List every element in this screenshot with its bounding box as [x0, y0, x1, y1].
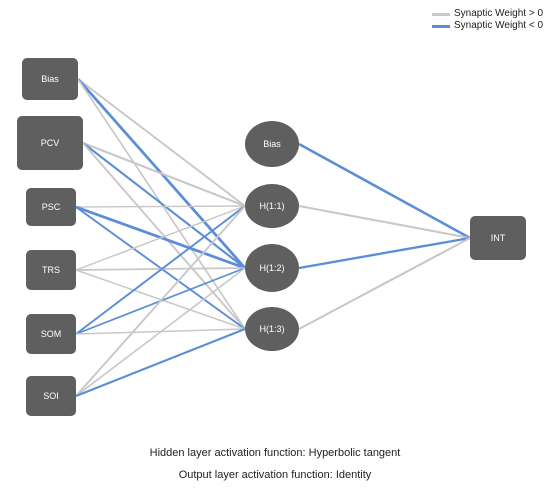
edge-pcv-to-h-1-1	[82, 142, 246, 207]
input-node-label-pcv: PCV	[41, 138, 60, 148]
edge-trs-to-h-1-1	[75, 205, 246, 271]
legend-positive-label: Synaptic Weight > 0	[454, 8, 544, 19]
edge-soi-to-h-1-2	[75, 267, 246, 397]
hidden-node-label-bias: Bias	[263, 139, 281, 149]
input-node-bias	[22, 58, 78, 100]
edge-hidden-h-1-3-to-int	[298, 237, 471, 330]
edge-hidden-bias-to-int	[298, 142, 471, 240]
nodes: BiasPCVPSCTRSSOMSOIBiasH(1:1)H(1:2)H(1:3…	[17, 58, 526, 416]
hidden-node-label-h-1-1: H(1:1)	[259, 201, 284, 211]
positive-weight-swatch	[432, 12, 450, 16]
edge-soi-to-h-1-3	[75, 328, 246, 397]
output-node-int	[470, 216, 526, 260]
input-node-label-psc: PSC	[42, 202, 61, 212]
legend: Synaptic Weight > 0 Synaptic Weight < 0	[432, 8, 543, 32]
input-node-trs	[26, 250, 76, 290]
input-node-label-soi: SOI	[43, 391, 59, 401]
hidden-node-bias	[245, 121, 299, 167]
edge-som-to-h-1-1	[75, 205, 246, 335]
edge-trs-to-h-1-3	[75, 269, 246, 330]
input-node-psc	[26, 188, 76, 226]
hidden-node-h-1-1	[245, 184, 299, 228]
input-node-soi	[26, 376, 76, 416]
hidden-node-h-1-2	[245, 244, 299, 292]
output-node-label-int: INT	[491, 233, 506, 243]
connections	[75, 78, 471, 397]
input-node-label-bias: Bias	[41, 74, 59, 84]
input-node-som	[26, 314, 76, 354]
input-node-label-som: SOM	[41, 329, 62, 339]
legend-negative: Synaptic Weight < 0	[432, 20, 543, 32]
legend-positive: Synaptic Weight > 0	[432, 8, 543, 20]
hidden-activation-caption: Hidden layer activation function: Hyperb…	[149, 447, 401, 459]
edge-hidden-h-1-1-to-int	[298, 204, 471, 240]
input-node-pcv	[17, 116, 83, 170]
hidden-node-h-1-3	[245, 307, 299, 351]
hidden-node-label-h-1-3: H(1:3)	[259, 324, 284, 334]
edge-bias-to-h-1-1	[77, 78, 246, 207]
edge-pcv-to-h-1-2	[82, 142, 246, 269]
edge-psc-to-h-1-1	[75, 205, 246, 208]
edge-psc-to-h-1-3	[75, 206, 246, 330]
edge-soi-to-h-1-1	[75, 205, 246, 397]
output-activation-caption: Output layer activation function: Identi…	[178, 469, 372, 481]
negative-weight-swatch	[432, 24, 450, 28]
legend-negative-label: Synaptic Weight < 0	[454, 20, 544, 31]
input-node-label-trs: TRS	[42, 265, 60, 275]
hidden-node-label-h-1-2: H(1:2)	[259, 263, 284, 273]
edge-hidden-h-1-2-to-int	[298, 236, 471, 270]
